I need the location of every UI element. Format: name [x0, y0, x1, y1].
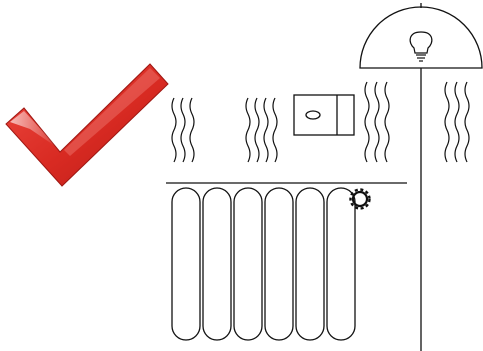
heat-wave-line — [375, 82, 379, 162]
radiator-fin — [296, 188, 324, 340]
heat-wave-line — [445, 82, 449, 162]
radiator-fin — [203, 188, 231, 340]
heat-wave-line — [465, 82, 469, 162]
radiator-fin — [234, 188, 262, 340]
heat-wave-line — [181, 98, 185, 162]
heat-wave-line — [365, 82, 369, 162]
radiator-fin — [327, 188, 355, 340]
heat-wave-line — [385, 82, 389, 162]
heat-wave-line — [190, 98, 194, 162]
radiator-fin — [172, 188, 200, 340]
heat-wave-line — [264, 98, 268, 162]
radiator-fin — [265, 188, 293, 340]
heat-wave-line — [172, 98, 176, 162]
radiator-valve-icon — [351, 190, 370, 209]
thermostat-icon — [294, 95, 354, 135]
radiator-icon — [166, 183, 407, 340]
heat-wave-line — [273, 98, 277, 162]
heat-wave-line — [255, 98, 259, 162]
heat-wave-line — [455, 82, 459, 162]
heat-wave-icon — [172, 82, 469, 162]
red-check-icon — [6, 64, 168, 186]
lamp-shade — [360, 7, 482, 68]
heat-wave-line — [246, 98, 250, 162]
light-bulb-icon — [410, 32, 432, 61]
